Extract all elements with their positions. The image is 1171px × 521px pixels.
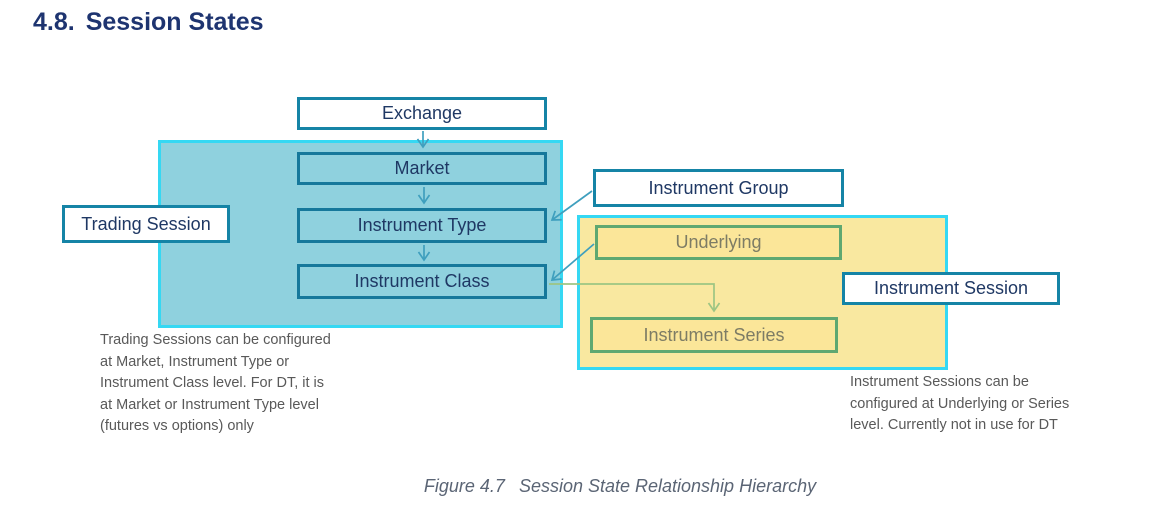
exchange-node: Exchange bbox=[297, 97, 547, 130]
section-heading: 4.8. Session States bbox=[33, 8, 264, 37]
instrument-type-node: Instrument Type bbox=[297, 208, 547, 243]
market-node: Market bbox=[297, 152, 547, 185]
section-title: Session States bbox=[85, 8, 264, 36]
instrument-type-node-label: Instrument Type bbox=[357, 215, 487, 235]
instrument-class-node-label: Instrument Class bbox=[354, 271, 490, 291]
trading-session-note: Trading Sessions can be configured at Ma… bbox=[100, 332, 331, 434]
figure-caption: Figure 4.7 Session State Relationship Hie… bbox=[330, 476, 910, 497]
trading-session-label-node: Trading Session bbox=[62, 205, 230, 243]
trading-session-label: Trading Session bbox=[81, 213, 211, 234]
instrument-group-node: Instrument Group bbox=[593, 169, 844, 207]
instrument-series-node-label: Instrument Series bbox=[643, 324, 785, 345]
instrument-class-node: Instrument Class bbox=[297, 264, 547, 299]
instrument-session-label-node: Instrument Session bbox=[842, 272, 1060, 305]
section-number: 4.8. bbox=[33, 8, 75, 36]
figure-caption-title: Session State Relationship Hierarchy bbox=[518, 476, 817, 496]
market-node-label: Market bbox=[394, 158, 450, 178]
underlying-node-label: Underlying bbox=[675, 232, 762, 252]
instrument-series-node: Instrument Series bbox=[590, 317, 838, 353]
underlying-node: Underlying bbox=[595, 225, 842, 260]
figure-caption-number: Figure 4.7 bbox=[423, 476, 505, 496]
instrument-session-note: Instrument Sessions can be configured at… bbox=[850, 374, 1070, 433]
instrument-session-label: Instrument Session bbox=[873, 278, 1029, 298]
instrument-group-node-label: Instrument Group bbox=[648, 177, 789, 198]
exchange-node-label: Exchange bbox=[381, 103, 463, 123]
